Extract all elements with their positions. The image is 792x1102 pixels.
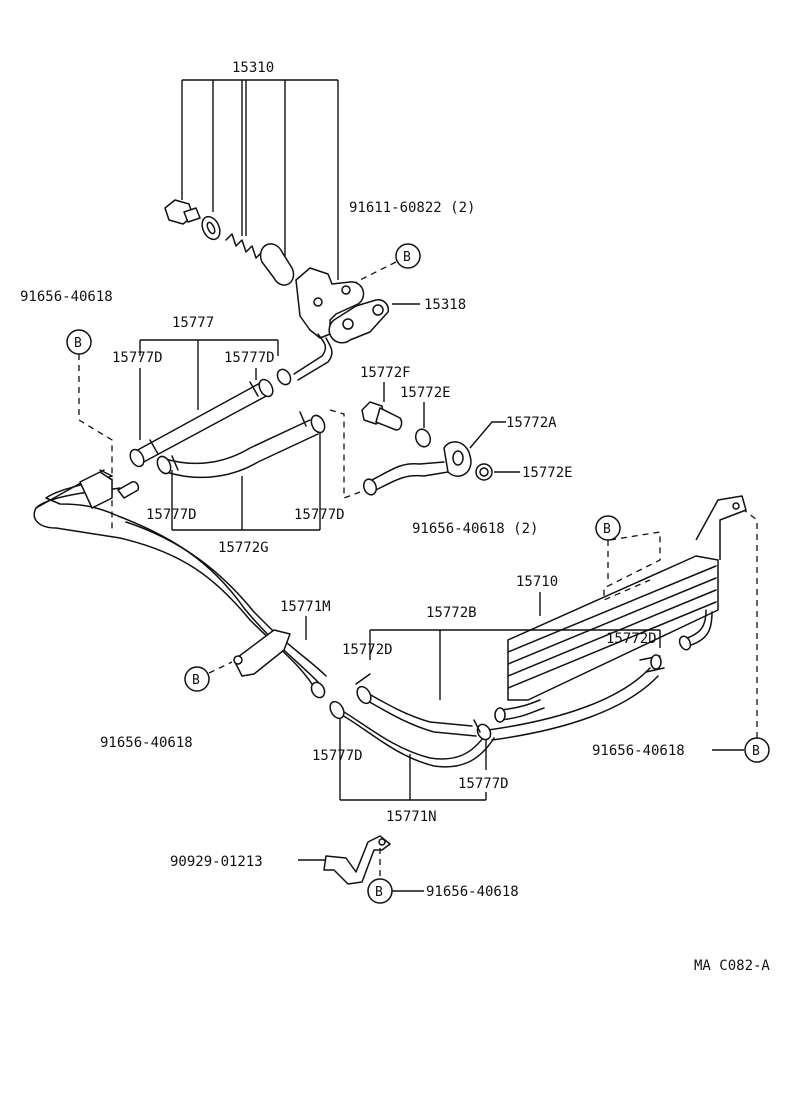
label-15772f: 15772F [360, 365, 411, 381]
label-15777d-c: 15777D [146, 507, 197, 523]
marker-b-top: B [395, 243, 421, 269]
svg-text:B: B [403, 250, 411, 265]
label-15772b: 15772B [426, 605, 477, 621]
marker-b-tl: B [66, 329, 92, 355]
label-15772d-b: 15772D [606, 631, 657, 647]
label-91656-ml: 91656-40618 [100, 735, 193, 751]
piston [259, 243, 295, 286]
label-15777d-f: 15777D [458, 776, 509, 792]
label-91656-2: 91656-40618 (2) [412, 521, 538, 537]
svg-text:B: B [192, 673, 200, 688]
hose-15777 [129, 378, 326, 479]
label-15772e-b: 15772E [522, 465, 573, 481]
label-15772a: 15772A [506, 415, 557, 431]
label-15772g: 15772G [218, 540, 269, 556]
label-15777d-e: 15777D [312, 748, 363, 764]
hose-15772b [329, 673, 495, 768]
label-15771m: 15771M [280, 599, 331, 615]
label-15318: 15318 [424, 297, 466, 313]
label-15777: 15777 [172, 315, 214, 331]
label-91611: 91611-60822 (2) [349, 200, 475, 216]
marker-b-cooler: B [595, 515, 621, 541]
spring [225, 233, 267, 265]
label-15772e-a: 15772E [400, 385, 451, 401]
oil-cooler-15710 [487, 495, 747, 741]
pipe-15771m [33, 469, 327, 699]
label-91656-b: 91656-40618 [426, 884, 519, 900]
pipe-clamp [233, 629, 291, 677]
svg-text:B: B [603, 522, 611, 537]
label-15777d-a: 15777D [112, 350, 163, 366]
marker-b-ml: B [184, 666, 210, 692]
bracket-90929 [323, 835, 391, 885]
relief-valve-assembly: 15310 [164, 60, 365, 386]
label-15710: 15710 [516, 574, 558, 590]
label-15771n: 15771N [386, 809, 437, 825]
label-15310: 15310 [232, 60, 274, 76]
label-15772d-a: 15772D [342, 642, 393, 658]
svg-text:B: B [752, 744, 760, 759]
marker-b-bottom: B [367, 878, 393, 904]
label-91656-mr: 91656-40618 [592, 743, 685, 759]
diagram-code: MA C082-A [694, 958, 770, 974]
gasket-15772e-a [414, 428, 432, 448]
marker-b-right: B [744, 737, 770, 763]
label-91656-tl: 91656-40618 [20, 289, 113, 305]
pipe-15772a [367, 461, 449, 493]
svg-text:B: B [74, 336, 82, 351]
label-90929: 90929-01213 [170, 854, 263, 870]
label-15777d-b: 15777D [224, 350, 275, 366]
label-15777d-d: 15777D [294, 507, 345, 523]
svg-text:B: B [375, 885, 383, 900]
